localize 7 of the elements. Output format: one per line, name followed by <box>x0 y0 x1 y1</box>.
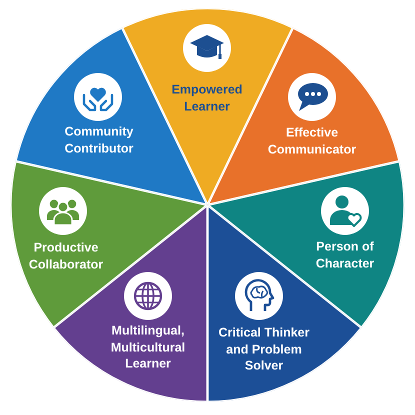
segment-label: Effective Communicator <box>266 124 358 158</box>
segment-label: Multilingual, Multicultural Learner <box>110 322 186 372</box>
segment-label: Person of Character <box>314 238 376 272</box>
segment-label: Critical Thinker and Problem Solver <box>218 324 310 374</box>
segment-label: Community Contributor <box>64 124 134 156</box>
segment-label: Productive Collaborator <box>28 240 104 272</box>
segment-label: Empowered Learner <box>170 82 244 114</box>
